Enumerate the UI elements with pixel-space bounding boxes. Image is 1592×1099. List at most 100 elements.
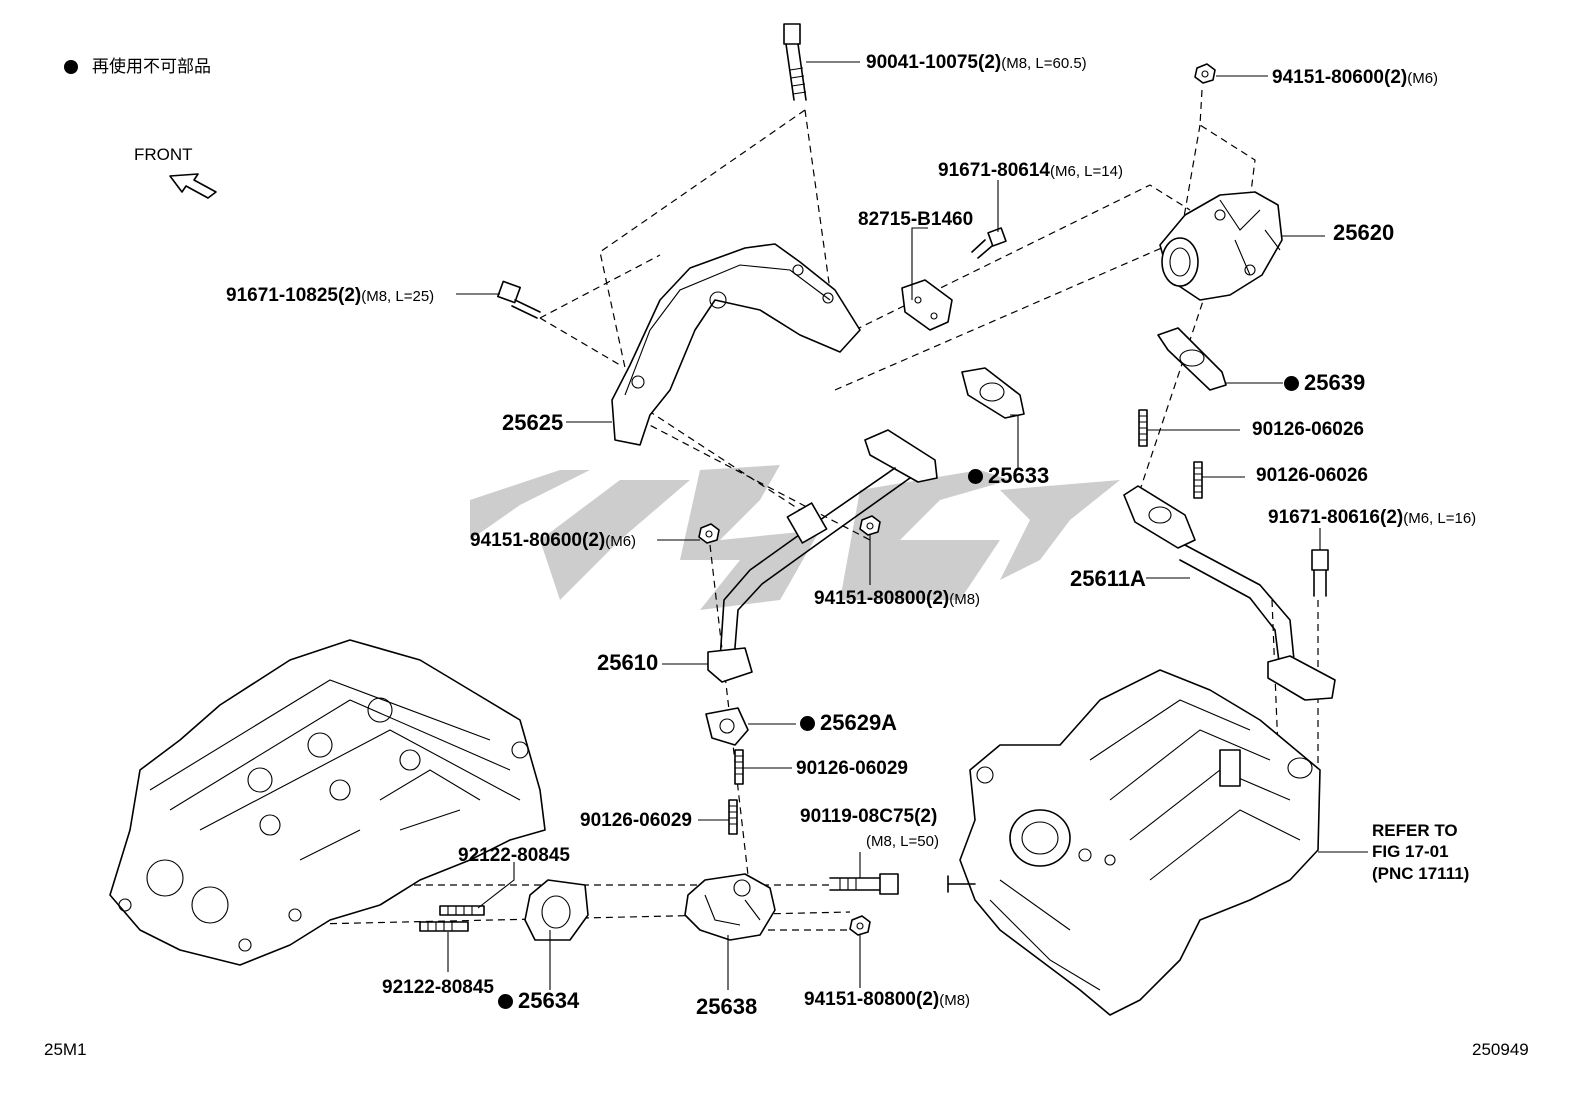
bracket-82715-icon [901,279,953,331]
part-number: 90119-08C75(2) [800,806,938,827]
part-number: 25625 [502,410,564,435]
nut-94151-80800-a-icon [859,515,881,536]
watermark-stroke-4 [840,470,1010,600]
front-arrow-icon [169,173,217,199]
stud-90126-06029-a-icon [734,749,744,785]
callout-25629A: 25629A [800,712,897,734]
non-reusable-bullet-icon [800,716,815,731]
nut-94151-mid-icon [698,523,720,544]
leader-lines [447,61,1368,990]
watermark-stroke-2 [540,480,690,600]
callout-91671-80614: 91671-80614(M6, L=14) [938,161,1123,180]
bolt-91671-80614-icon [971,227,1007,259]
part-number: 92122-80845 [382,977,494,998]
part-number: 91671-80616(2) [1268,507,1404,528]
part-number: 94151-80800(2) [804,989,940,1010]
non-reusable-bullet-icon [968,469,983,484]
callout-92122-a: 92122-80845 [458,846,570,865]
stud-90126-06026-b-icon [1193,461,1203,499]
stud-90126-06026-a-icon [1138,409,1148,447]
callout-92122-b: 92122-80845 [382,978,494,997]
part-spec: (M8, L=60.5) [1001,55,1087,72]
part-number: 90126-06026 [1256,465,1368,486]
part-number: 94151-80600(2) [1272,67,1408,88]
bracket-25625-icon [611,243,861,446]
nut-94151-80800-b-icon [849,915,871,936]
legend-bullet-icon [64,60,78,74]
part-number: 25638 [696,994,758,1019]
callout-25639: 25639 [1284,372,1365,394]
part-number: 25633 [988,463,1050,488]
callout-91671-80616: 91671-80616(2)(M6, L=16) [1268,508,1476,527]
footer-right-code: 250949 [1472,1040,1529,1059]
bolt-90041-icon [783,23,807,101]
callout-90126-06029-a: 90126-06029 [796,759,908,778]
callout-90126-06029-b: 90126-06029 [580,811,692,830]
nut-94151-top-icon [1194,63,1216,84]
part-number: 25611A [1070,566,1146,591]
part-spec: (M6) [605,533,637,550]
gasket-25629a-icon [705,707,749,746]
part-spec: (M6, L=14) [1050,163,1123,180]
callout-25625: 25625 [502,412,563,434]
gasket-25639-icon [1157,327,1227,391]
callout-82715: 82715-B1460 [858,210,973,229]
callout-90119-spec: (M8, L=50) [866,831,939,850]
part-number: 94151-80800(2) [814,588,950,609]
callout-94151-80800-a: 94151-80800(2)(M8) [814,589,980,608]
watermark-stroke-3 [680,465,820,610]
gasket-25634-icon [524,879,589,941]
watermark-stroke-5 [1000,480,1120,580]
part-number: 90126-06029 [580,810,692,831]
part-number: 25639 [1304,370,1366,395]
part-number: 90126-06026 [1252,419,1364,440]
egr-valve-25620-icon [1159,191,1283,301]
adapter-25638-icon [684,873,776,941]
callout-94151-mid: 94151-80600(2)(M6) [470,531,636,550]
part-number: 25610 [597,650,659,675]
callout-25620: 25620 [1333,222,1394,244]
callout-91671-10825: 91671-10825(2)(M8, L=25) [226,286,434,305]
part-number: 91671-80614 [938,160,1050,181]
callout-90119: 90119-08C75(2) [800,807,937,826]
bolt-91671-10825-icon [497,280,541,319]
part-number: 90041-10075(2) [866,52,1002,73]
part-spec: (M8) [949,591,981,608]
part-spec: (M6) [1407,70,1439,87]
bolt-90119-icon [829,873,899,895]
part-number: 91671-10825(2) [226,285,362,306]
footer-left-code: 25M1 [44,1040,87,1059]
intake-manifold-icon [947,669,1321,1016]
watermark-stroke-1 [470,470,590,540]
bolt-91671-80616-icon [1311,549,1329,597]
legend-text: 再使用不可部品 [92,57,211,76]
callout-25634: 25634 [498,990,579,1012]
part-number: 82715-B1460 [858,209,974,230]
cylinder-head-icon [109,639,546,966]
egr-pipe-25611a-icon [1123,485,1336,701]
part-number: 25629A [820,710,898,735]
callout-90041: 90041-10075(2)(M8, L=60.5) [866,53,1087,72]
callout-25638: 25638 [696,996,757,1018]
watermark-logo [470,465,1120,610]
part-spec: (M6, L=16) [1403,510,1477,527]
egr-pipe-25610-icon [707,429,938,683]
callout-25610: 25610 [597,652,658,674]
callout-90126-06026-a: 90126-06026 [1252,420,1364,439]
part-number: 94151-80600(2) [470,530,606,551]
part-spec: (M8, L=25) [361,288,435,305]
part-number: 90126-06029 [796,758,908,779]
part-number: 25620 [1333,220,1395,245]
callout-25611A: 25611A [1070,568,1146,590]
callout-90126-06026-b: 90126-06026 [1256,466,1368,485]
part-spec: (M8, L=50) [866,833,939,850]
stud-90126-06029-b-icon [728,799,738,835]
callout-25633: 25633 [968,465,1049,487]
part-number: 25634 [518,988,580,1013]
stud-92122-b-icon [419,921,469,932]
non-reusable-bullet-icon [1284,376,1299,391]
callout-94151-80800-b: 94151-80800(2)(M8) [804,990,970,1009]
front-label: FRONT [134,145,193,164]
